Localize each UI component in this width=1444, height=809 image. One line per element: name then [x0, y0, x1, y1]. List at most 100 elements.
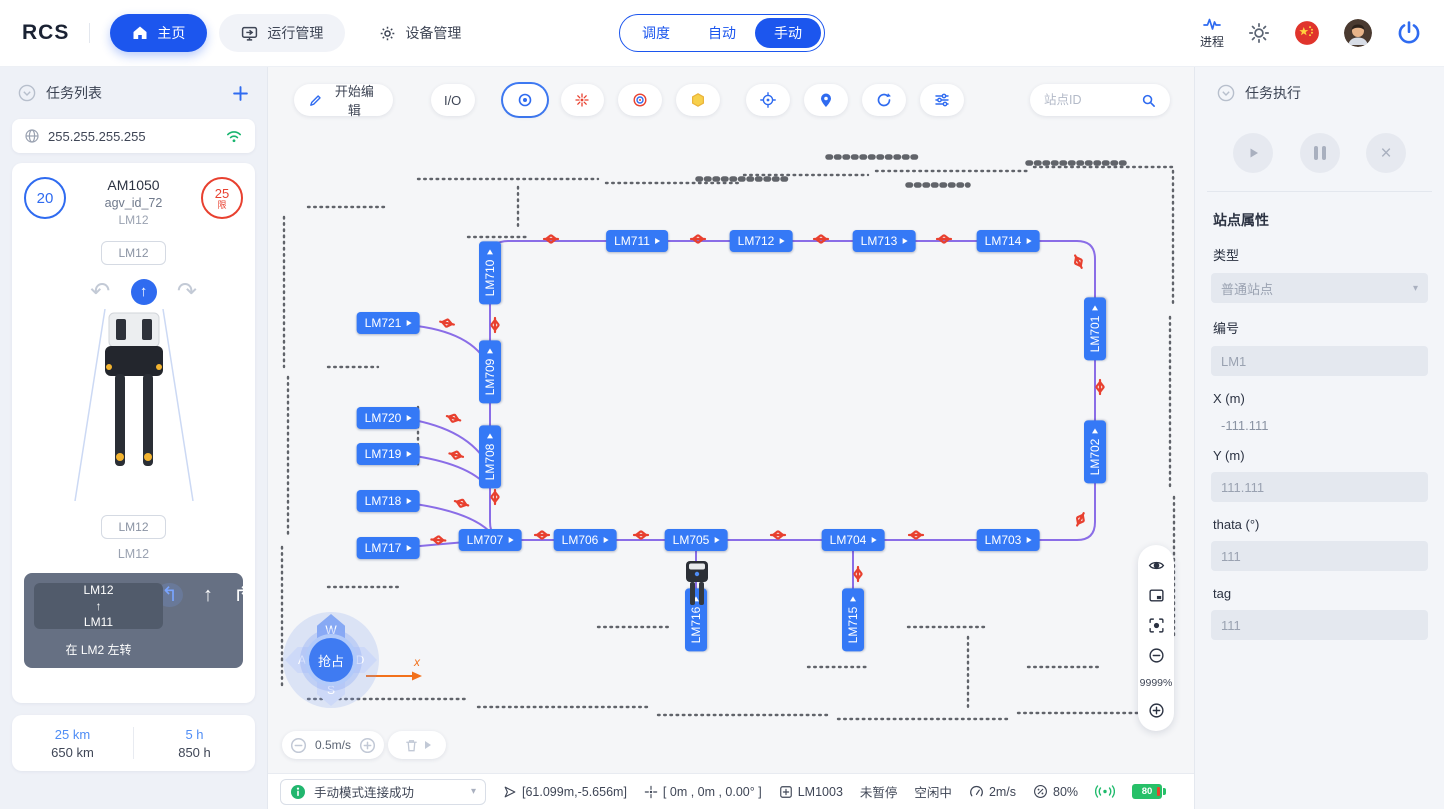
station-LM717[interactable]: LM717	[357, 537, 420, 559]
forklift-illustration	[24, 309, 243, 501]
station-LM710[interactable]: LM710	[479, 242, 501, 305]
locate-icon	[760, 92, 776, 108]
station-LM704[interactable]: LM704	[822, 529, 885, 551]
speed-increase-button[interactable]	[359, 737, 376, 754]
mode-dispatch[interactable]: 调度	[623, 18, 689, 48]
fork-tool-button[interactable]	[388, 731, 446, 759]
zoom-in-button[interactable]	[1148, 702, 1165, 719]
map-canvas[interactable]: LM711 LM712 LM713 LM714LM710LM721LM709LM720…	[268, 67, 1194, 773]
map-toolbar: 开始编辑 I/O	[294, 84, 1170, 116]
task-exec-controls: ×	[1211, 119, 1428, 191]
refresh-button[interactable]	[862, 84, 906, 116]
y-input[interactable]	[1211, 472, 1428, 502]
station-LM721[interactable]: LM721	[357, 312, 420, 334]
robot-ip-card[interactable]: 255.255.255.255	[12, 119, 255, 153]
globe-icon	[24, 128, 40, 144]
station-search-input[interactable]	[1044, 93, 1134, 107]
rotate-right-button[interactable]: ↷	[177, 280, 197, 304]
connection-status-select[interactable]: 手动模式连接成功 ▾	[280, 779, 486, 805]
robot-card: 20 AM1050 agv_id_72 LM12 25 限 LM12 ↶ ↑ ↷	[12, 163, 255, 703]
chevron-circle-icon[interactable]	[1217, 84, 1235, 102]
type-label: 类型	[1211, 245, 1428, 264]
station-LM708[interactable]: LM708	[479, 426, 501, 489]
hexagon-yellow-icon	[690, 92, 706, 108]
map-view-toolbar: 9999%	[1138, 545, 1174, 731]
mode-auto[interactable]: 自动	[689, 18, 755, 48]
station-LM718[interactable]: LM718	[357, 490, 420, 512]
station-search	[1030, 84, 1170, 116]
avatar-image	[1344, 19, 1372, 47]
station-LM715[interactable]: LM715	[842, 589, 864, 652]
user-avatar[interactable]	[1344, 19, 1372, 47]
navigation-icon	[503, 785, 517, 799]
type-select[interactable]: 普通站点 ▾	[1211, 273, 1428, 303]
io-button[interactable]: I/O	[431, 84, 475, 116]
station-LM719[interactable]: LM719	[357, 443, 420, 465]
chevron-down-icon: ▾	[471, 786, 476, 797]
speed-decrease-button[interactable]	[290, 737, 307, 754]
language-flag-button[interactable]	[1294, 20, 1320, 46]
station-LM712[interactable]: LM712	[730, 230, 793, 252]
station-LM709[interactable]: LM709	[479, 341, 501, 404]
theta-input[interactable]	[1211, 541, 1428, 571]
station-LM701[interactable]: LM701	[1084, 298, 1106, 361]
station-LM720[interactable]: LM720	[357, 407, 420, 429]
center-focus-button[interactable]	[1148, 617, 1165, 634]
virtual-joystick[interactable]: W A S D 抢占	[283, 612, 379, 708]
station-LM714[interactable]: LM714	[977, 230, 1040, 252]
power-button[interactable]	[1396, 20, 1422, 46]
rotate-left-button[interactable]: ↶	[90, 280, 110, 304]
search-icon[interactable]	[1141, 93, 1156, 108]
nav-operations-label: 运行管理	[267, 23, 323, 43]
play-icon	[1245, 145, 1261, 161]
filter-button[interactable]	[920, 84, 964, 116]
visibility-button[interactable]	[1148, 557, 1165, 574]
mileage-today: 25 km	[12, 727, 133, 742]
pin-button[interactable]	[804, 84, 848, 116]
move-forward-button[interactable]: ↑	[131, 279, 157, 305]
pause-button[interactable]	[1300, 133, 1340, 173]
nav-devices[interactable]: 设备管理	[357, 14, 483, 52]
mode-manual[interactable]: 手动	[755, 18, 821, 48]
hours-today: 5 h	[134, 727, 255, 742]
top-navbar: RCS 主页 运行管理 设备管理 调度 自动 手动 进程	[0, 0, 1444, 67]
preempt-button[interactable]: 抢占	[305, 634, 357, 686]
zoom-out-button[interactable]	[1148, 647, 1165, 664]
location-pin-icon	[818, 92, 834, 108]
lidar-layer-button[interactable]	[503, 84, 547, 116]
map-robot-marker[interactable]	[683, 560, 711, 610]
code-input[interactable]	[1211, 346, 1428, 376]
station-LM707[interactable]: LM707	[459, 529, 522, 551]
play-button[interactable]	[1233, 133, 1273, 173]
start-edit-button[interactable]: 开始编辑	[294, 84, 393, 116]
task-list-panel: 任务列表 255.255.255.255 20 AM1050 agv_id_7	[0, 67, 268, 809]
status-bar: 手动模式连接成功 ▾ [61.099m,-5.656m] [ 0m , 0m ,…	[268, 773, 1194, 809]
station-LM706[interactable]: LM706	[554, 529, 617, 551]
add-task-button[interactable]	[232, 85, 249, 102]
focus-icon	[1148, 617, 1165, 634]
nav-operations[interactable]: 运行管理	[219, 14, 345, 52]
gear-icon	[379, 25, 396, 42]
tag-input[interactable]	[1211, 610, 1428, 640]
laser-scan-button[interactable]	[561, 84, 605, 116]
process-button[interactable]: 进程	[1200, 16, 1224, 50]
sun-icon	[1248, 22, 1270, 44]
station-LM705[interactable]: LM705	[665, 529, 728, 551]
trash-icon	[404, 738, 419, 753]
station-LM711[interactable]: LM711	[606, 230, 668, 252]
zoom-level: 9999%	[1140, 677, 1173, 689]
fit-view-button[interactable]	[1148, 587, 1165, 604]
station-LM702[interactable]: LM702	[1084, 421, 1106, 484]
station-LM703[interactable]: LM703	[977, 529, 1040, 551]
action-card: ↰ ↑ ↱ LM12 ↑ LM11 在 LM2 左转	[24, 573, 243, 668]
nav-home[interactable]: 主页	[110, 14, 207, 52]
brightness-button[interactable]	[1248, 22, 1270, 44]
hexagon-layer-button[interactable]	[676, 84, 720, 116]
target-layer-button[interactable]	[618, 84, 662, 116]
cancel-button[interactable]: ×	[1366, 133, 1406, 173]
close-icon: ×	[1380, 144, 1391, 163]
zoom-in-icon	[1148, 702, 1165, 719]
station-LM713[interactable]: LM713	[853, 230, 916, 252]
locate-button[interactable]	[746, 84, 790, 116]
chevron-circle-icon[interactable]	[18, 84, 36, 102]
